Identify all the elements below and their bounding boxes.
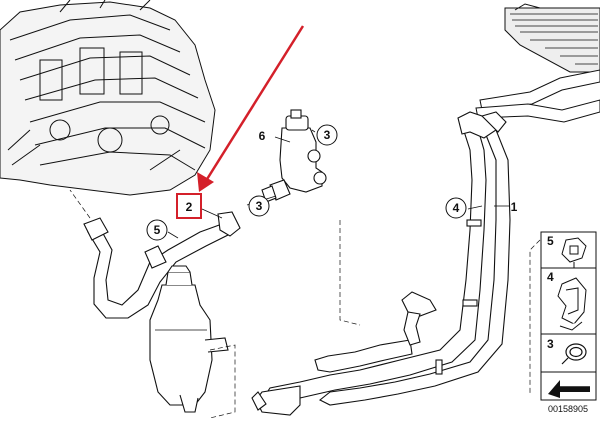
bracket-icon (557, 277, 587, 331)
legend-4-number: 4 (547, 270, 554, 284)
radiator-corner (504, 3, 600, 73)
direction-arrow-icon (548, 380, 590, 398)
callout-2-box (176, 193, 202, 219)
legend-5-number: 5 (547, 234, 554, 248)
callout-3-label: 3 (256, 199, 263, 213)
callouts: 2 5 3 6 3 4 1 (69, 124, 541, 419)
callout-1-label: 1 (511, 200, 518, 214)
callout-5-label: 5 (154, 223, 161, 237)
highlight-arrow (197, 25, 305, 192)
callout-4-label: 4 (453, 201, 460, 215)
engine-hose (83, 211, 241, 319)
clamp-icon (561, 237, 587, 268)
legend-3-number: 3 (547, 337, 554, 351)
callout-3b-label: 3 (324, 128, 331, 142)
callout-6-label: 6 (259, 129, 266, 143)
catalog-number: 00158905 (548, 404, 588, 414)
coolant-valve (261, 109, 327, 203)
engine-block (0, 0, 216, 196)
expansion-tank (149, 265, 229, 413)
long-hose-assembly (251, 111, 511, 416)
hose-clip-icon (561, 343, 587, 365)
callout-2-label: 2 (186, 200, 193, 214)
parts-legend: 5 4 3 00158905 (540, 231, 597, 414)
